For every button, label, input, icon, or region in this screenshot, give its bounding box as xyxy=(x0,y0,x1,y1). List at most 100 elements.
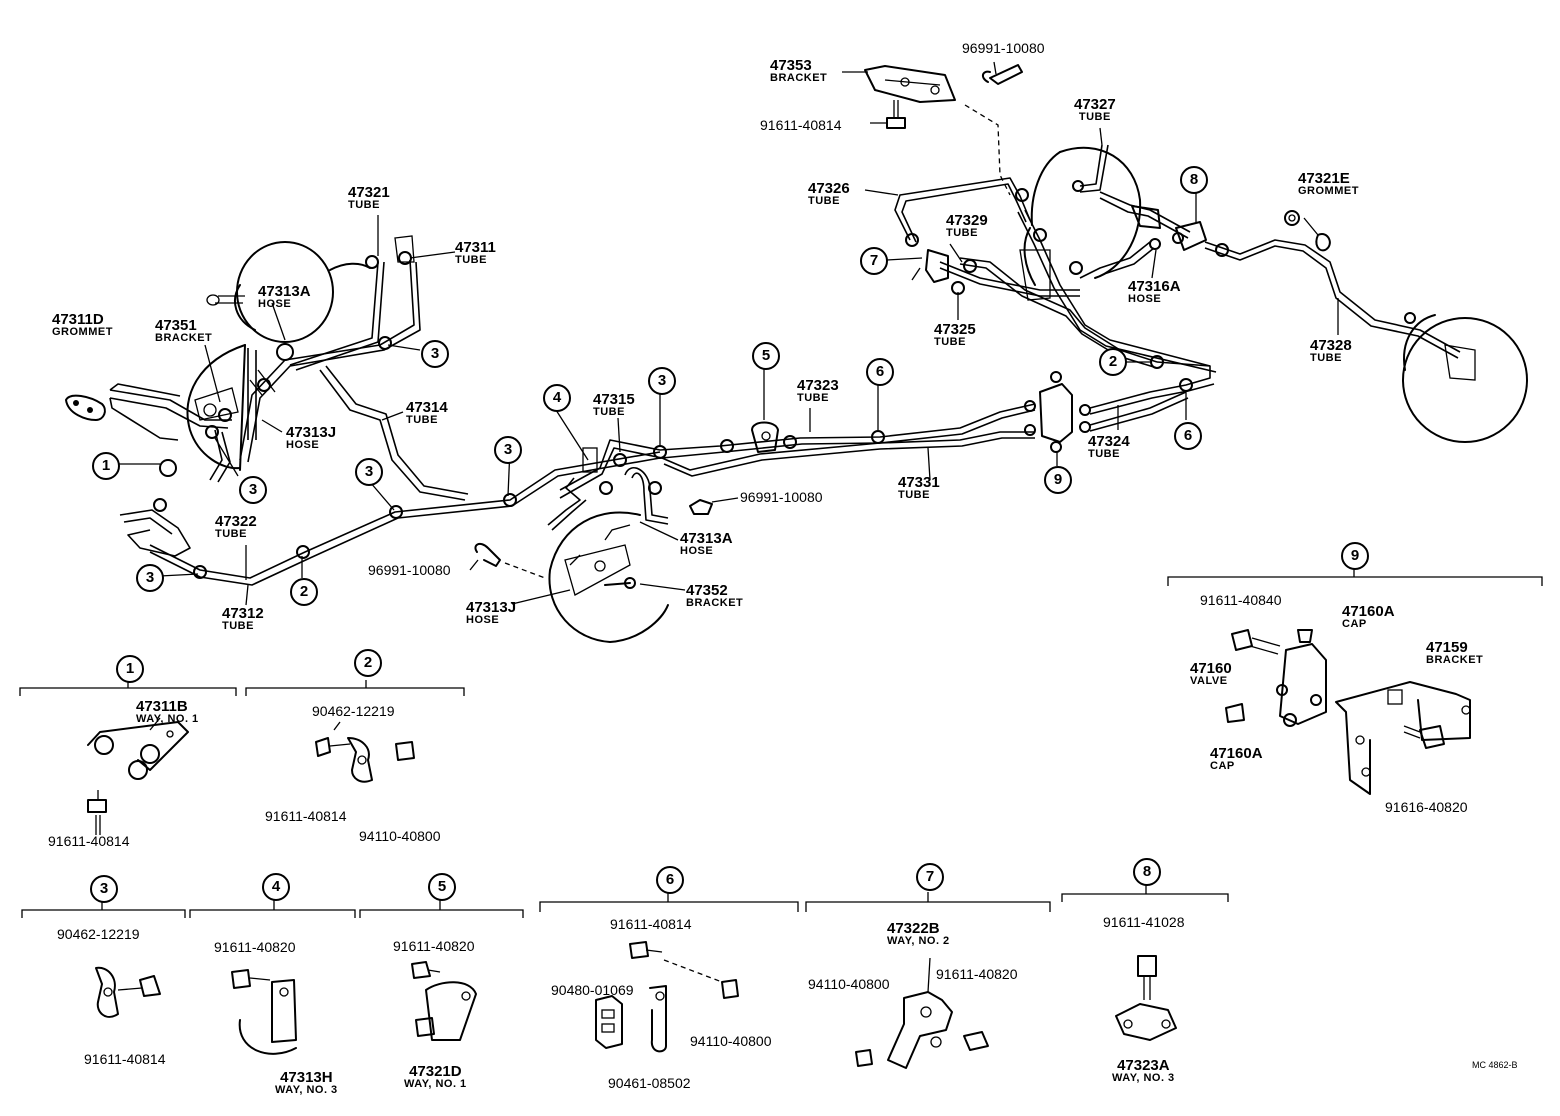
detail-8-part-91611-41028: 91611-41028 xyxy=(1103,914,1185,930)
callout-3-d: 3 xyxy=(355,458,383,486)
detail-2-part-94110-40800: 94110-40800 xyxy=(359,828,441,844)
callout-9-top: 9 xyxy=(1044,466,1072,494)
bracket-47329-drawing xyxy=(911,249,949,283)
bolt-91611-top-drawing xyxy=(886,100,906,129)
bracket-47327-drawing xyxy=(1131,205,1161,229)
detail-7-part-94110-40800: 94110-40800 xyxy=(808,976,890,992)
callout-3-a: 3 xyxy=(421,340,449,368)
callout-5-mid: 5 xyxy=(752,342,780,370)
detail-9-callout: 9 xyxy=(1341,542,1369,570)
callout-4-mid: 4 xyxy=(543,384,571,412)
detail-5-drawing xyxy=(411,961,477,1041)
detail-3-drawing xyxy=(95,966,161,1018)
detail-7-callout: 7 xyxy=(916,863,944,891)
detail-6-drawing xyxy=(595,941,739,1053)
label-91611-40814-top: 91611-40814 xyxy=(760,117,842,133)
detail-2-drawing xyxy=(315,721,415,783)
bracket-47353-drawing xyxy=(864,65,956,103)
callout-2-low: 2 xyxy=(290,578,318,606)
detail-8-callout: 8 xyxy=(1133,858,1161,886)
detail-6-part-91611-40814: 91611-40814 xyxy=(610,916,692,932)
detail-8-drawing xyxy=(1115,955,1177,1041)
center-tubes xyxy=(547,403,1036,531)
rear-top-tubes xyxy=(894,144,1461,359)
detail-3-callout: 3 xyxy=(90,875,118,903)
callout-3-mid: 3 xyxy=(648,367,676,395)
install-line-top xyxy=(964,104,1011,196)
detail-2-part-90462-12219: 90462-12219 xyxy=(312,703,395,719)
front-right-backing-plate xyxy=(548,511,669,643)
clip-96991-low-drawing xyxy=(474,542,546,579)
detail-5-part-91611-40820: 91611-40820 xyxy=(393,938,475,954)
callout-6-mid: 6 xyxy=(866,358,894,386)
detail-9-drawing xyxy=(1225,629,1471,795)
tee-union-top-drawing xyxy=(1172,221,1207,251)
front-tube-bundle xyxy=(109,251,661,586)
detail-6-part-90461-08502: 90461-08502 xyxy=(608,1075,691,1091)
callout-3-c: 3 xyxy=(494,436,522,464)
detail-4-drawing xyxy=(231,969,297,1055)
detail-6-callout: 6 xyxy=(656,866,684,894)
grommet-47311D-drawing xyxy=(65,394,106,421)
detail-6-part-90480-01069: 90480-01069 xyxy=(551,982,634,998)
label-96991-10080-top: 96991-10080 xyxy=(962,40,1045,56)
detail-4-callout: 4 xyxy=(262,873,290,901)
detail-2-part-91611-40814: 91611-40814 xyxy=(265,808,347,824)
figure-code: MC 4862-B xyxy=(1472,1060,1518,1070)
callout-2-right: 2 xyxy=(1099,348,1127,376)
callout-6-right: 6 xyxy=(1174,422,1202,450)
detail-7-drawing xyxy=(855,957,989,1069)
detail-5-callout: 5 xyxy=(428,873,456,901)
grommet-47321E-drawing xyxy=(1284,210,1331,252)
callout-1-left: 1 xyxy=(92,452,120,480)
label-96991-10080-mid: 96991-10080 xyxy=(740,489,823,505)
detail-3-part-91611-40814: 91611-40814 xyxy=(84,1051,166,1067)
detail-1-callout: 1 xyxy=(116,655,144,683)
detail-1-drawing xyxy=(87,717,189,835)
detail-2-callout: 2 xyxy=(354,649,382,677)
detail-1-part-91611-40814: 91611-40814 xyxy=(48,833,130,849)
rear-right-backing-plate xyxy=(1402,314,1528,443)
detail-6-part-94110-40800: 94110-40800 xyxy=(690,1033,772,1049)
proportioning-valve-drawing xyxy=(1024,371,1091,453)
leader-lines xyxy=(118,61,1339,606)
callout-3-b: 3 xyxy=(239,476,267,504)
callout-3-e: 3 xyxy=(136,564,164,592)
detail-7-part-91611-40820: 91611-40820 xyxy=(936,966,1018,982)
clip-96991-top-drawing xyxy=(982,64,1023,85)
label-96991-10080-low: 96991-10080 xyxy=(368,562,451,578)
